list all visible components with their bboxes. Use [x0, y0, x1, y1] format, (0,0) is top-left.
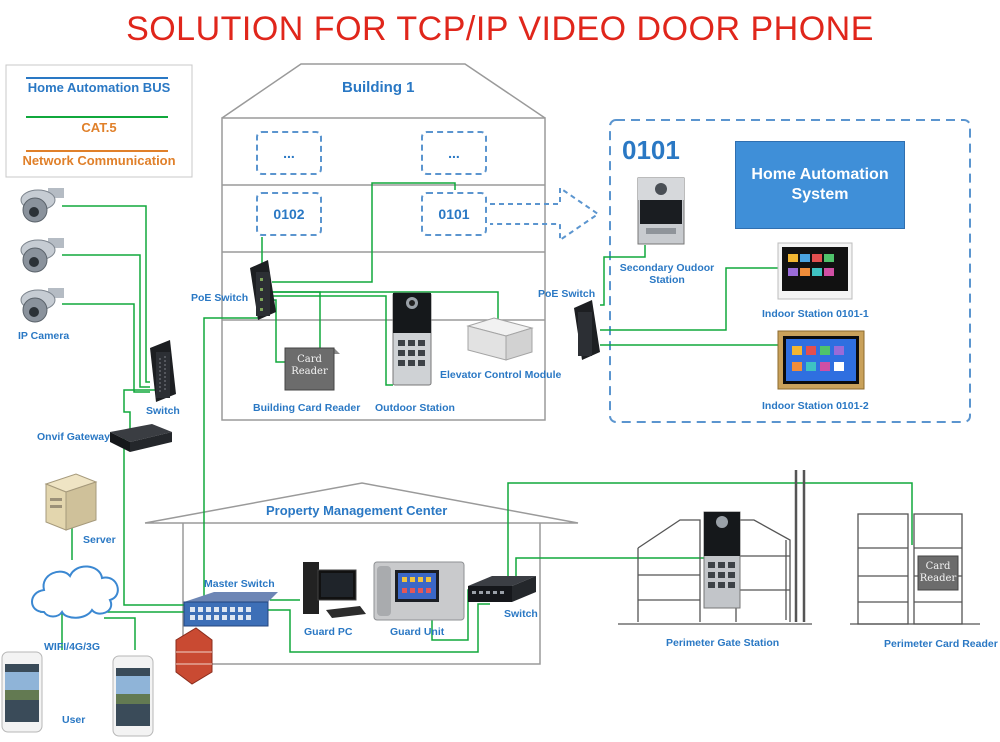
- building-card-text: Card Reader: [291, 354, 328, 377]
- ip-camera-icons: [20, 188, 64, 323]
- indoor-station-2-label: Indoor Station 0101-2: [762, 400, 869, 412]
- pmc-switch-icon: [468, 576, 536, 602]
- wireless-label: WIFI/4G/3G: [44, 641, 101, 653]
- perimeter-card-reader-label: Perimeter Card Reader: [884, 638, 998, 650]
- onvif-gateway-label: Onvif Gateway: [37, 431, 110, 443]
- building-card-reader-label: Building Card Reader: [253, 402, 361, 414]
- cat5-wires: [40, 182, 913, 653]
- firewall-icon: [175, 627, 213, 685]
- user-label: User: [62, 714, 86, 726]
- master-switch-label: Master Switch: [204, 578, 275, 590]
- elevator-module-icon: [466, 317, 534, 361]
- apartment-boundary: [609, 119, 971, 423]
- pmc-switch-label: Switch: [504, 608, 538, 620]
- server-icon: [44, 473, 98, 531]
- indoor-station-1-label: Indoor Station 0101-1: [762, 308, 869, 320]
- apartment-id: 0101: [622, 135, 680, 165]
- legend-bus-label: Home Automation BUS: [27, 80, 171, 95]
- indoor-station-1-icon: [777, 242, 853, 300]
- guard-pc-icon: [303, 562, 366, 618]
- secondary-station-label: Secondary Oudoor Station: [619, 262, 715, 286]
- building-poe-switch-label: PoE Switch: [191, 292, 249, 304]
- guard-pc-label: Guard PC: [304, 626, 353, 638]
- apartment-poe-switch-icon: [574, 300, 600, 360]
- room-upper-right: ...: [421, 131, 487, 175]
- perimeter-card-structure: [850, 513, 980, 625]
- room-0101: 0101: [421, 192, 487, 236]
- room-0102: 0102: [256, 192, 322, 236]
- guard-unit-icon: [373, 561, 465, 621]
- perimeter-gate-label: Perimeter Gate Station: [666, 637, 780, 649]
- home-automation-system: Home Automation System: [735, 141, 905, 229]
- master-switch-icon: [183, 592, 278, 627]
- left-switch-icon: [150, 340, 176, 402]
- legend-network-label: Network Communication: [22, 153, 176, 168]
- elevator-module-label: Elevator Control Module: [440, 369, 562, 381]
- building-poe-switch-icon: [250, 260, 276, 320]
- onvif-gateway-icon: [110, 424, 172, 452]
- apartment-poe-switch-label: PoE Switch: [538, 288, 596, 300]
- phone-1-icon: [1, 651, 43, 733]
- perimeter-gate-structure: [618, 470, 812, 625]
- ip-camera-1: [20, 188, 64, 223]
- building-title: Building 1: [342, 79, 415, 96]
- legend-cat5-label: CAT.5: [81, 120, 117, 135]
- perimeter-card-text: Card Reader: [919, 561, 957, 584]
- legend-frame: [5, 64, 193, 178]
- building-outline: [221, 63, 546, 421]
- perimeter-card-reader-icon: [917, 555, 959, 591]
- ip-camera-2: [20, 238, 64, 273]
- outdoor-station-icon: [392, 292, 432, 386]
- cloud-icon: [31, 565, 119, 619]
- pmc-outline: [144, 482, 579, 665]
- room-upper-left: ...: [256, 131, 322, 175]
- ip-camera-label: IP Camera: [18, 330, 70, 342]
- phone-2-icon: [112, 655, 154, 737]
- indoor-station-2-icon: [777, 330, 865, 390]
- perimeter-gate-station-icon: [703, 511, 741, 609]
- ip-camera-3: [20, 288, 64, 323]
- outdoor-station-label: Outdoor Station: [375, 402, 455, 414]
- left-switch-label: Switch: [146, 405, 180, 417]
- server-label: Server: [83, 534, 116, 546]
- dashed-arrow: [490, 186, 600, 242]
- secondary-station-icon: [637, 177, 685, 245]
- pmc-title: Property Management Center: [266, 503, 448, 518]
- guard-unit-label: Guard Unit: [390, 626, 445, 638]
- page-title: SOLUTION FOR TCP/IP VIDEO DOOR PHONE: [126, 10, 874, 48]
- building-card-reader-icon: [284, 347, 340, 391]
